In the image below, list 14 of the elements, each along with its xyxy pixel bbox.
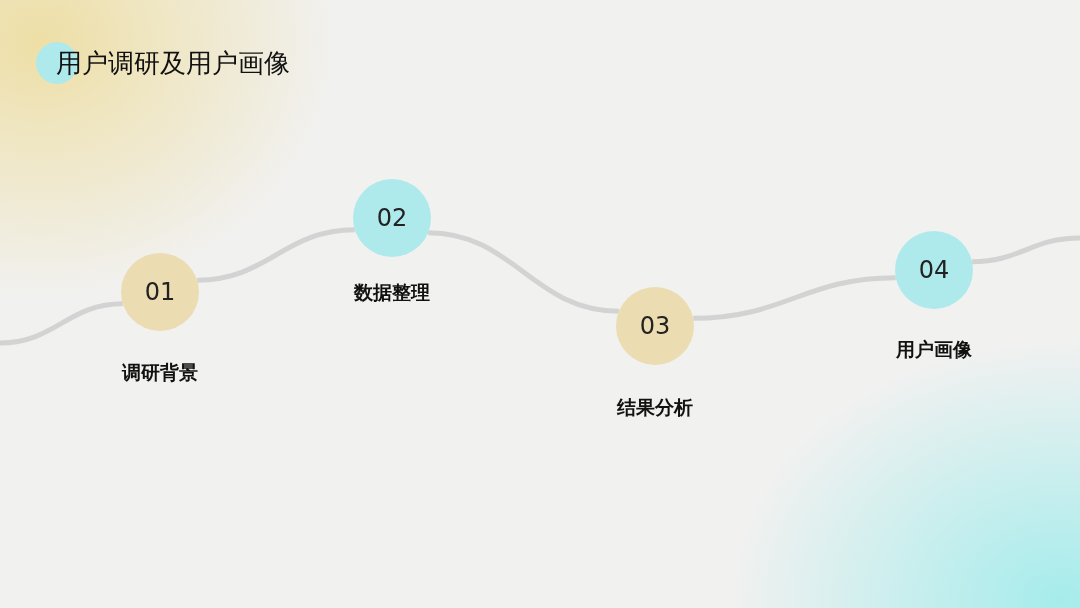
step-number: 02 xyxy=(376,204,408,232)
step-label: 调研背景 xyxy=(122,360,198,385)
step-label: 结果分析 xyxy=(617,395,693,420)
connector-line xyxy=(427,230,620,314)
title: 用户调研及用户画像 xyxy=(56,47,290,80)
connector-line xyxy=(972,235,1080,265)
connector-line xyxy=(197,227,355,283)
connector-line xyxy=(693,275,896,321)
step-label: 用户画像 xyxy=(896,337,972,362)
step-number: 04 xyxy=(918,256,950,284)
step-number: 03 xyxy=(639,312,671,340)
connector-line xyxy=(0,301,123,346)
step-label: 数据整理 xyxy=(354,280,430,305)
step-number: 01 xyxy=(144,278,176,306)
